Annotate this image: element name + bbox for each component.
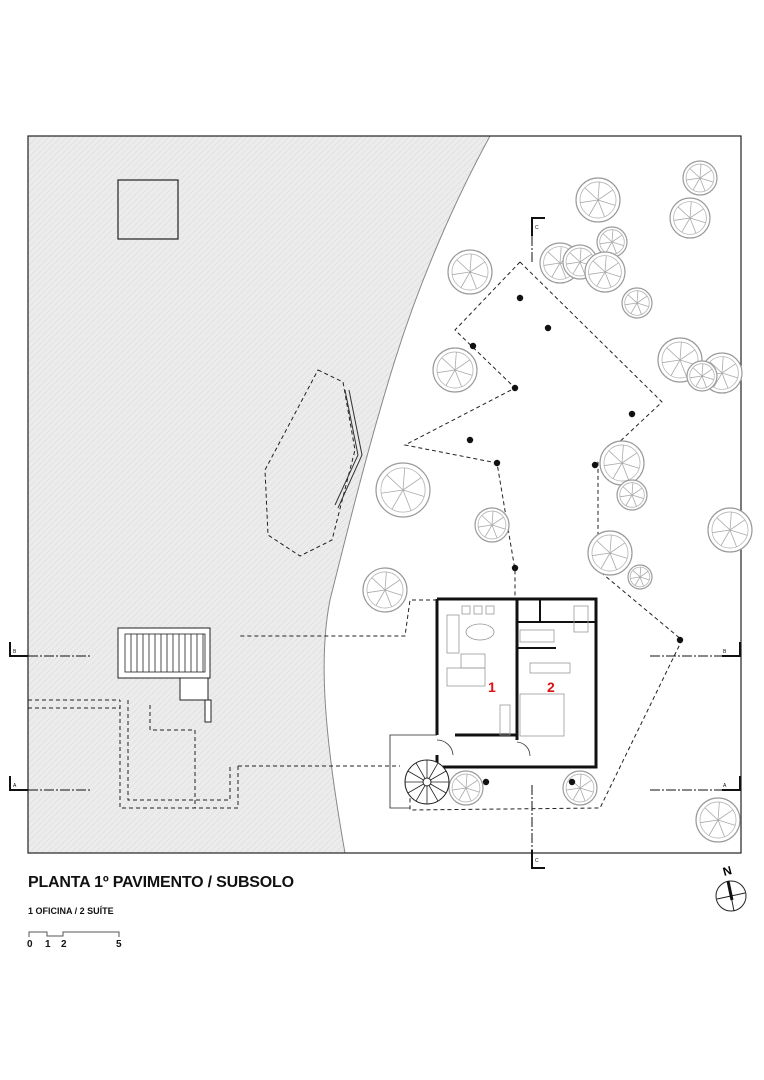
section-label-b-left: B: [13, 649, 17, 655]
column-marker: [511, 564, 519, 572]
section-label-a-right: A: [723, 783, 727, 789]
tree-icon: [599, 440, 645, 486]
tree-icon: [682, 160, 718, 196]
site-boundary: [27, 135, 742, 854]
trees: [362, 160, 753, 843]
column-marker: [493, 459, 501, 467]
room-label-1: 1: [488, 679, 496, 695]
scale-label-0: 0: [27, 939, 33, 950]
tree-icon: [448, 770, 484, 806]
scale-label-1: 1: [45, 939, 51, 950]
tree-icon: [375, 462, 431, 518]
terrace-outline: [389, 734, 437, 809]
room-label-2: 2: [547, 679, 555, 695]
column-marker: [676, 636, 684, 644]
column-marker: [568, 778, 576, 786]
column-marker: [469, 342, 477, 350]
tree-icon: [474, 507, 510, 543]
tree-icon: [432, 347, 478, 393]
tree-icon: [695, 797, 741, 843]
tree-icon: [587, 530, 633, 576]
tree-icon: [707, 507, 753, 553]
stair-block: [117, 627, 212, 723]
north-arrow-icon: [715, 880, 747, 912]
column-marker: [544, 324, 552, 332]
section-label-a-left: A: [13, 783, 17, 789]
scale-label-5: 5: [116, 939, 122, 950]
skylight-square: [117, 179, 179, 240]
spiral-stair: [404, 759, 450, 805]
column-marker: [516, 294, 524, 302]
tree-icon: [447, 249, 493, 295]
scale-label-2: 2: [61, 939, 67, 950]
tree-icon: [562, 770, 598, 806]
tree-icon: [362, 567, 408, 613]
section-markers: [9, 217, 741, 869]
columns: [466, 294, 684, 786]
roof-outline: [238, 261, 683, 811]
section-label-c-bottom: C: [535, 858, 539, 864]
drawing-title: PLANTA 1º PAVIMENTO / SUBSOLO: [28, 874, 294, 891]
section-label-c-top: C: [535, 225, 539, 231]
scale-bar: [28, 931, 120, 937]
tree-icon: [627, 564, 653, 590]
tree-icon: [686, 360, 718, 392]
column-marker: [466, 436, 474, 444]
column-marker: [482, 778, 490, 786]
room-legend: 1 OFICINA / 2 SUÍTE: [28, 906, 114, 916]
retaining-wall-curve: [334, 389, 363, 509]
section-label-b-right: B: [723, 649, 727, 655]
lower-dashed-walls: [28, 699, 400, 809]
column-marker: [511, 384, 519, 392]
tree-icon: [616, 479, 648, 511]
tree-icon: [621, 287, 653, 319]
tree-icon: [575, 177, 621, 223]
column-marker: [591, 461, 599, 469]
building: 1 2: [435, 597, 598, 769]
column-marker: [628, 410, 636, 418]
tree-icon: [584, 251, 626, 293]
dashed-outline-upper: [264, 369, 356, 557]
tree-icon: [669, 197, 711, 239]
